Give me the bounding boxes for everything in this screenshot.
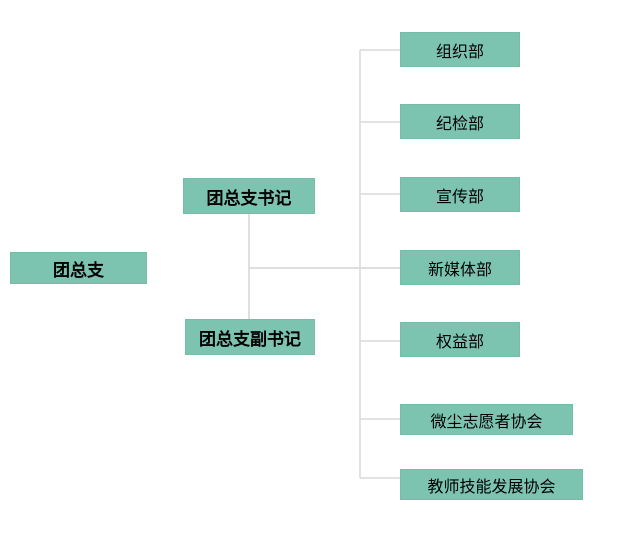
node-dept-teacher-skills-association: 教师技能发展协会	[400, 469, 583, 500]
node-label: 宣传部	[435, 188, 484, 206]
node-league-deputy-secretary: 团总支副书记	[185, 319, 315, 355]
node-league-secretary: 团总支书记	[183, 178, 315, 214]
node-label: 教师技能发展协会	[427, 478, 556, 496]
node-label: 团总支副书记	[199, 329, 301, 349]
node-dept-volunteer-association: 微尘志愿者协会	[400, 404, 573, 435]
node-dept-new-media: 新媒体部	[400, 250, 520, 285]
node-dept-rights-interests: 权益部	[400, 322, 520, 357]
node-label: 权益部	[435, 333, 484, 351]
node-label: 新媒体部	[427, 261, 492, 279]
node-label: 组织部	[435, 43, 484, 61]
node-label: 团总支	[53, 260, 104, 280]
node-dept-publicity: 宣传部	[400, 177, 520, 212]
node-league-general-branch: 团总支	[10, 252, 147, 284]
node-label: 微尘志愿者协会	[430, 413, 543, 431]
node-label: 纪检部	[435, 115, 484, 133]
node-dept-organization: 组织部	[400, 32, 520, 67]
node-label: 团总支书记	[206, 188, 292, 208]
node-dept-discipline-inspection: 纪检部	[400, 104, 520, 139]
